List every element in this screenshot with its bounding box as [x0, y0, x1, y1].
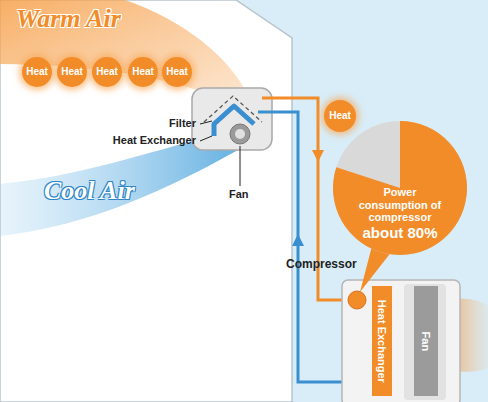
outdoor-unit	[342, 280, 460, 402]
chart-text: about 80%	[362, 224, 437, 241]
leader-line	[200, 121, 212, 124]
compressor-symbol	[348, 291, 366, 309]
heat-label: Heat	[26, 66, 48, 78]
heat-badge: Heat	[324, 100, 356, 132]
heat-label: Heat	[96, 66, 118, 78]
indoor-fan	[230, 124, 250, 144]
heat-label: Heat	[132, 66, 154, 78]
outdoor-part-bar: Fan	[414, 286, 438, 396]
heat-badge: Heat	[92, 57, 122, 87]
air-label: Warm Air	[16, 4, 121, 34]
heat-label: Heat	[61, 66, 83, 78]
leader-line	[240, 146, 241, 186]
part-label: Heat Exchanger	[96, 134, 196, 146]
warm-air-flow	[0, 0, 248, 102]
pie-rest	[333, 121, 467, 255]
part-label: Fan	[229, 188, 249, 200]
heat-label: Heat	[166, 66, 188, 78]
fan-housing	[404, 284, 446, 400]
power-pie-chart: Power consumption of compressorabout 80%	[332, 120, 468, 256]
cool-air-flow	[0, 136, 238, 236]
flow-arrow	[312, 150, 324, 162]
chart-text: Power consumption of compressor	[348, 186, 452, 224]
heat-label: Heat	[329, 110, 351, 122]
house-wall	[0, 0, 292, 402]
leader-line	[200, 136, 212, 141]
flow-arrow	[292, 234, 304, 246]
outdoor-part-bar: Heat Exchanger	[372, 286, 392, 396]
part-label: Filter	[146, 117, 196, 129]
air-label: Cool Air	[44, 176, 135, 206]
part-label: Compressor	[286, 257, 357, 271]
indoor-fan-hub	[235, 129, 245, 139]
heat-badge: Heat	[162, 57, 192, 87]
part-name: Heat Exchanger	[376, 299, 389, 382]
pie-share	[333, 121, 467, 255]
heat-badge: Heat	[22, 57, 52, 87]
heat-badge: Heat	[57, 57, 87, 87]
indoor-unit	[192, 88, 272, 150]
part-name: Fan	[420, 331, 433, 351]
heat-badge: Heat	[128, 57, 158, 87]
